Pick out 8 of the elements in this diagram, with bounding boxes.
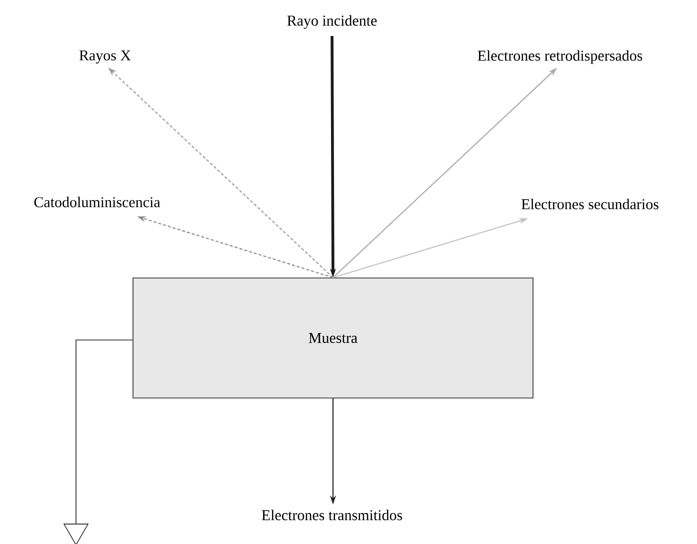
ray-label: Electrones secundarios [522, 198, 658, 210]
ray-label: Electrones transmitidos [262, 510, 402, 520]
ray-label: Catodoluminiscencia [34, 196, 160, 208]
sample-box: Muestra [132, 278, 534, 398]
ray-label: Electrones retrodispersados [478, 50, 642, 64]
connector-wire [76, 340, 133, 524]
ray-label: Rayos X [79, 50, 131, 64]
ray-label: Rayo incidente [287, 15, 377, 29]
